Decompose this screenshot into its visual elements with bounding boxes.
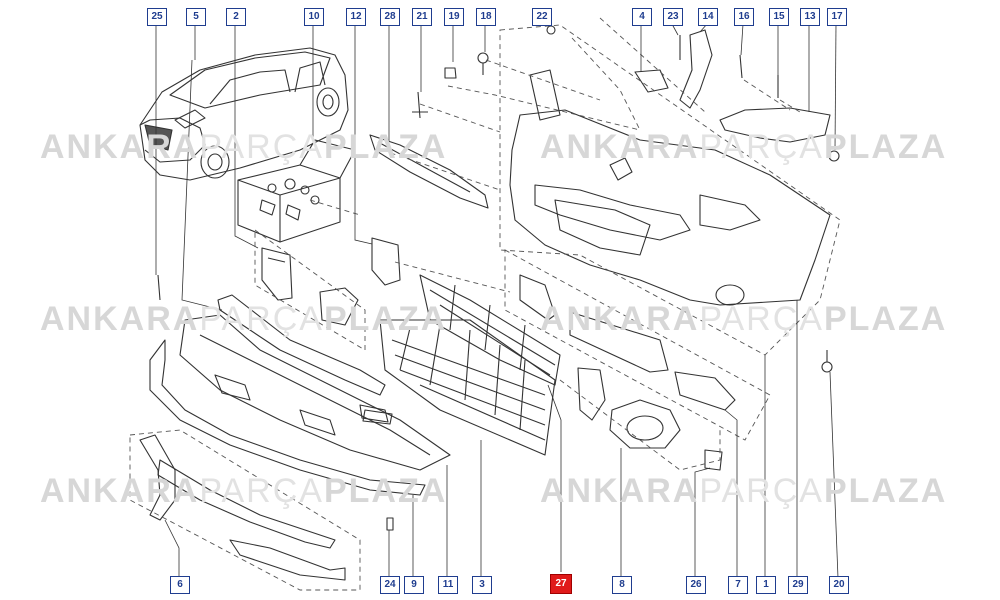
callout-23: 23 <box>663 8 683 26</box>
leader-lines <box>129 17 841 591</box>
fog-bezel-left <box>139 434 346 581</box>
small-clip-4 <box>634 69 669 93</box>
callout-9: 9 <box>404 576 424 594</box>
watermark-row-3b: ANKARAPARÇAPLAZA <box>540 472 948 510</box>
bracket-center <box>371 237 401 286</box>
callout-11: 11 <box>438 576 458 594</box>
lower-mesh-grille <box>379 319 556 456</box>
callout-25: 25 <box>147 8 167 26</box>
callout-15: 15 <box>769 8 789 26</box>
lower-lip-strip <box>149 339 426 496</box>
fasteners <box>157 25 840 531</box>
lower-spoiler-panel <box>179 314 451 471</box>
callout-17: 17 <box>827 8 847 26</box>
callout-7: 7 <box>728 576 748 594</box>
watermark-row-1: ANKARAPARÇAPLAZA <box>40 128 448 166</box>
callout-22: 22 <box>532 8 552 26</box>
callout-3: 3 <box>472 576 492 594</box>
watermark-row-3: ANKARAPARÇAPLAZA <box>40 472 448 510</box>
callout-27-highlighted: 27 <box>550 574 572 594</box>
fog-bezel-right <box>519 274 736 411</box>
watermark-row-2: ANKARAPARÇAPLAZA <box>40 300 448 338</box>
clip-box <box>237 139 356 243</box>
callout-6: 6 <box>170 576 190 594</box>
callout-leaders <box>155 23 839 579</box>
callout-13: 13 <box>800 8 820 26</box>
watermark-row-1b: ANKARAPARÇAPLAZA <box>540 128 948 166</box>
callout-12: 12 <box>346 8 366 26</box>
side-bracket-13 <box>719 107 831 143</box>
callout-29: 29 <box>788 576 808 594</box>
callout-2: 2 <box>226 8 246 26</box>
upper-grille-strip <box>369 134 489 209</box>
callout-21: 21 <box>412 8 432 26</box>
bracket-left <box>261 247 359 326</box>
side-bracket-14 <box>679 29 713 109</box>
callout-19: 19 <box>444 8 464 26</box>
watermark-row-2b: ANKARAPARÇAPLAZA <box>540 300 948 338</box>
callout-14: 14 <box>698 8 718 26</box>
callout-1: 1 <box>756 576 776 594</box>
callout-28: 28 <box>380 8 400 26</box>
trim-strip-5 <box>217 294 386 396</box>
upper-mesh-grille <box>419 274 561 386</box>
callout-16: 16 <box>734 8 754 26</box>
callout-20: 20 <box>829 576 849 594</box>
car-illustration <box>139 47 349 181</box>
callout-4: 4 <box>632 8 652 26</box>
fog-lamp-housing <box>577 367 723 471</box>
callout-18: 18 <box>476 8 496 26</box>
callout-10: 10 <box>304 8 324 26</box>
callout-26: 26 <box>686 576 706 594</box>
callout-24: 24 <box>380 576 400 594</box>
callout-5: 5 <box>186 8 206 26</box>
callout-8: 8 <box>612 576 632 594</box>
